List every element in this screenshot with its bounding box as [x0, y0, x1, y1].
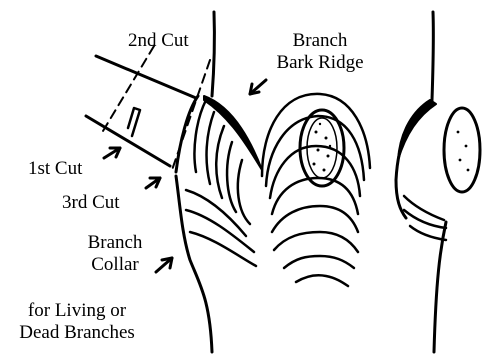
third-cut-label: 3rd Cut	[62, 192, 120, 214]
branch-collar-label-line1: Branch	[70, 232, 160, 254]
caption: for Living or Dead Branches	[2, 300, 152, 344]
left-bark-ridge	[204, 96, 262, 170]
right-branch-stub-face	[444, 108, 480, 192]
right-wood-texture	[457, 131, 470, 172]
second-cut-label: 2nd Cut	[128, 30, 189, 52]
caption-line2: Dead Branches	[2, 322, 152, 344]
right-bark-ridge	[398, 100, 436, 160]
center-branch-collar	[262, 94, 370, 286]
branch-collar-label-line2: Collar	[70, 254, 160, 276]
right-branch-collar	[396, 100, 446, 240]
bark-ridge-label-line2: Bark Ridge	[260, 52, 380, 74]
bark-ridge-label: Branch Bark Ridge	[260, 30, 380, 74]
caption-line1: for Living or	[2, 300, 152, 322]
bark-ridge-label-line1: Branch	[260, 30, 380, 52]
left-branch-collar	[176, 96, 256, 266]
first-cut-label: 1st Cut	[28, 158, 82, 180]
branch-collar-label: Branch Collar	[70, 232, 160, 276]
